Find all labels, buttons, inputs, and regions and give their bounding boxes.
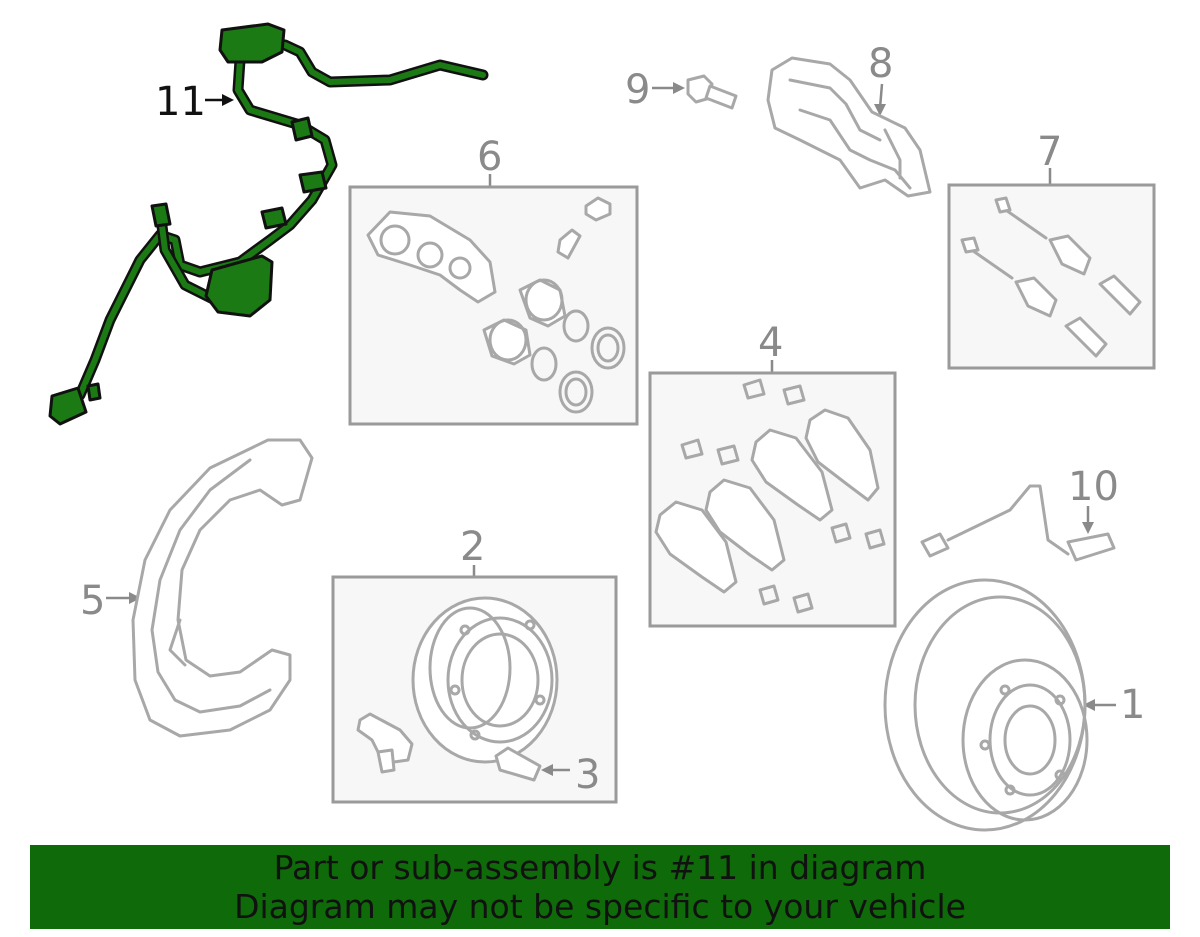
part-11-wiring-harness[interactable] <box>48 22 489 426</box>
part-2-wheel-hub[interactable] <box>356 596 559 782</box>
leader-3 <box>541 764 570 776</box>
leader-8 <box>874 83 886 116</box>
callout-1[interactable]: 1 <box>1120 682 1145 728</box>
callout-5[interactable]: 5 <box>80 578 105 624</box>
banner-line-1: Part or sub-assembly is #11 in diagram <box>273 848 927 887</box>
leader-11 <box>205 94 234 106</box>
callout-2[interactable]: 2 <box>460 524 485 570</box>
leader-9 <box>652 82 685 94</box>
part-10-wear-sensor[interactable] <box>920 484 1116 562</box>
callout-3[interactable]: 3 <box>575 752 600 798</box>
callout-11[interactable]: 11 <box>155 79 206 125</box>
callout-4[interactable]: 4 <box>758 320 783 366</box>
callout-7[interactable]: 7 <box>1037 129 1062 175</box>
callout-9[interactable]: 9 <box>625 67 650 113</box>
leader-1 <box>1083 699 1116 711</box>
callout-6[interactable]: 6 <box>477 134 502 180</box>
parts-diagram: 11 9 8 6 <box>48 22 1156 832</box>
part-5-dust-shield[interactable] <box>131 438 314 738</box>
kit-box-7 <box>947 183 1156 370</box>
leader-10 <box>1082 506 1094 534</box>
info-banner: Part or sub-assembly is #11 in diagram D… <box>30 845 1170 929</box>
part-1-brake-rotor[interactable] <box>883 578 1089 832</box>
part-6-caliper-kit[interactable] <box>366 196 626 414</box>
part-8-caliper-bracket[interactable] <box>766 56 932 198</box>
kit-box-4 <box>648 371 897 628</box>
leader-5 <box>106 592 141 604</box>
part-7-guide-pin-kit[interactable] <box>960 196 1142 358</box>
callout-8[interactable]: 8 <box>868 41 893 87</box>
callout-10[interactable]: 10 <box>1068 464 1119 510</box>
part-4-brake-pads[interactable] <box>654 378 886 614</box>
part-9-bolt[interactable] <box>686 74 738 110</box>
banner-line-2: Diagram may not be specific to your vehi… <box>234 887 966 926</box>
